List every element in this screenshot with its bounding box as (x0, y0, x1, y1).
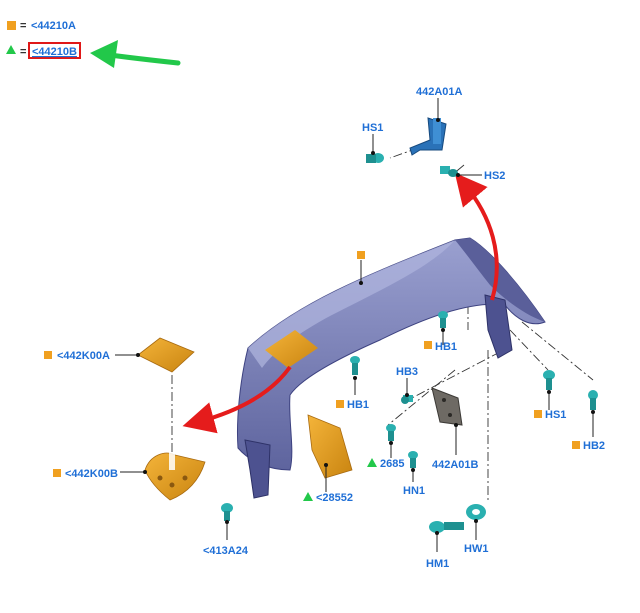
shield-28552 (307, 414, 353, 479)
square-marker-442k00a (44, 351, 52, 359)
legend-ref-44210b[interactable]: <44210B (32, 46, 77, 58)
fastener-413a24 (221, 503, 233, 521)
legend-square-icon (7, 21, 16, 30)
square-marker-bumper (357, 251, 365, 259)
label-hs1-bottom[interactable]: HS1 (545, 409, 566, 421)
square-marker-hb1-left (336, 400, 344, 408)
fastener-hs1-top (366, 153, 384, 163)
triangle-marker-28552 (303, 492, 313, 501)
label-hn1[interactable]: HN1 (403, 485, 425, 497)
label-413a24[interactable]: <413A24 (203, 545, 249, 557)
square-marker-hb1-right (424, 341, 432, 349)
label-442k00b[interactable]: <442K00B (65, 468, 118, 480)
label-hs2[interactable]: HS2 (484, 170, 505, 182)
legend-equals: = (20, 46, 26, 58)
fastener-hb3 (401, 395, 413, 404)
bolt-hm1 (429, 521, 464, 533)
square-marker-hb2 (572, 441, 580, 449)
label-hb1-left[interactable]: HB1 (347, 399, 369, 411)
fastener-hb1-right (438, 311, 448, 328)
red-arrow-right-icon (454, 172, 499, 301)
label-hw1[interactable]: HW1 (464, 543, 488, 555)
fastener-hb1-left (350, 356, 360, 375)
square-marker-hs1-bottom (534, 410, 542, 418)
label-hb3[interactable]: HB3 (396, 366, 418, 378)
label-442k00a[interactable]: <442K00A (57, 350, 110, 362)
triangle-marker-2685 (367, 458, 377, 467)
legend: = <44210A = <44210B (6, 20, 181, 68)
clip-2685 (386, 424, 396, 441)
highlight-box (28, 42, 81, 59)
bracket-442a01a (409, 117, 447, 156)
legend-ref-44210a[interactable]: <44210A (31, 20, 76, 32)
bumper-orange-pad (265, 330, 318, 368)
plate-442a01b (431, 387, 463, 426)
fastener-hb2 (588, 390, 598, 410)
fastener-hs1-bottom (543, 370, 555, 390)
pad-442k00b (144, 452, 206, 501)
label-hb2[interactable]: HB2 (583, 440, 605, 452)
bumper-beam (236, 237, 546, 499)
label-hs1-top[interactable]: HS1 (362, 122, 383, 134)
label-28552[interactable]: <28552 (316, 492, 353, 504)
square-marker-442k00b (53, 469, 61, 477)
red-arrow-left-icon (182, 365, 292, 434)
label-hm1[interactable]: HM1 (426, 558, 449, 570)
legend-triangle-icon (6, 45, 16, 54)
legend-equals: = (20, 20, 26, 32)
label-hb1-right[interactable]: HB1 (435, 341, 457, 353)
pad-442k00a (137, 337, 195, 373)
nut-hn1 (408, 451, 418, 468)
washer-hw1 (466, 504, 486, 520)
fastener-hs2 (440, 166, 458, 177)
green-arrow-icon (90, 40, 181, 68)
label-442a01b[interactable]: 442A01B (432, 459, 479, 471)
label-442a01a[interactable]: 442A01A (416, 86, 463, 98)
label-2685[interactable]: 2685 (380, 458, 404, 470)
